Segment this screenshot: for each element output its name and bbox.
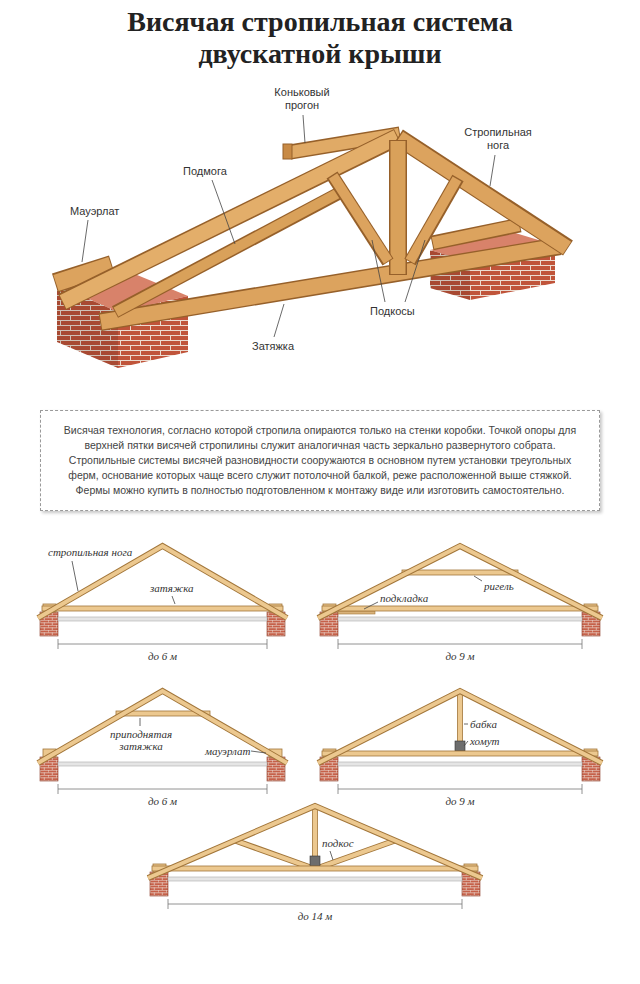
part-label: подкладка <box>380 592 428 604</box>
part-label: стропильная нога <box>48 546 132 558</box>
part-label: Затяжка <box>252 340 294 353</box>
truss-scheme <box>38 546 287 649</box>
dimension-label: до 9 м <box>425 650 495 662</box>
part-label: ригель <box>484 580 514 592</box>
part-label: приподнятая затяжка <box>108 728 174 752</box>
rafter <box>62 137 398 302</box>
dimension-label: до 14 м <box>275 910 355 922</box>
truss-scheme <box>318 546 602 649</box>
brace <box>410 178 458 262</box>
part-label: Мауэрлат <box>70 205 119 218</box>
truss-illustration <box>55 134 568 368</box>
part-label: подкос <box>322 837 354 849</box>
dimension-label: до 6 м <box>128 795 198 807</box>
part-label: мауэрлат <box>205 745 250 757</box>
truss-scheme <box>38 691 287 794</box>
king-post <box>389 140 407 275</box>
part-label: Подмога <box>183 165 227 178</box>
part-label: Подкосы <box>370 305 415 318</box>
part-label: Стропильная нога <box>456 126 540 152</box>
part-label: Коньковый прогон <box>262 86 342 112</box>
mauerlat-beam <box>432 225 520 243</box>
part-label: затяжка <box>150 582 194 594</box>
truss-scheme <box>318 691 602 794</box>
truss-scheme <box>148 806 482 909</box>
part-label: бабка <box>470 718 497 730</box>
note-text: Висячая технология, согласно которой стр… <box>57 423 583 498</box>
diagram-title: Висячая стропильная система двускатной к… <box>80 6 560 70</box>
brace <box>332 175 388 262</box>
dimension-label: до 6 м <box>128 650 198 662</box>
note-box: Висячая технология, согласно которой стр… <box>40 410 600 511</box>
leader-lines <box>82 115 495 337</box>
part-label: хомут <box>470 735 500 747</box>
dimension-label: до 9 м <box>425 795 495 807</box>
